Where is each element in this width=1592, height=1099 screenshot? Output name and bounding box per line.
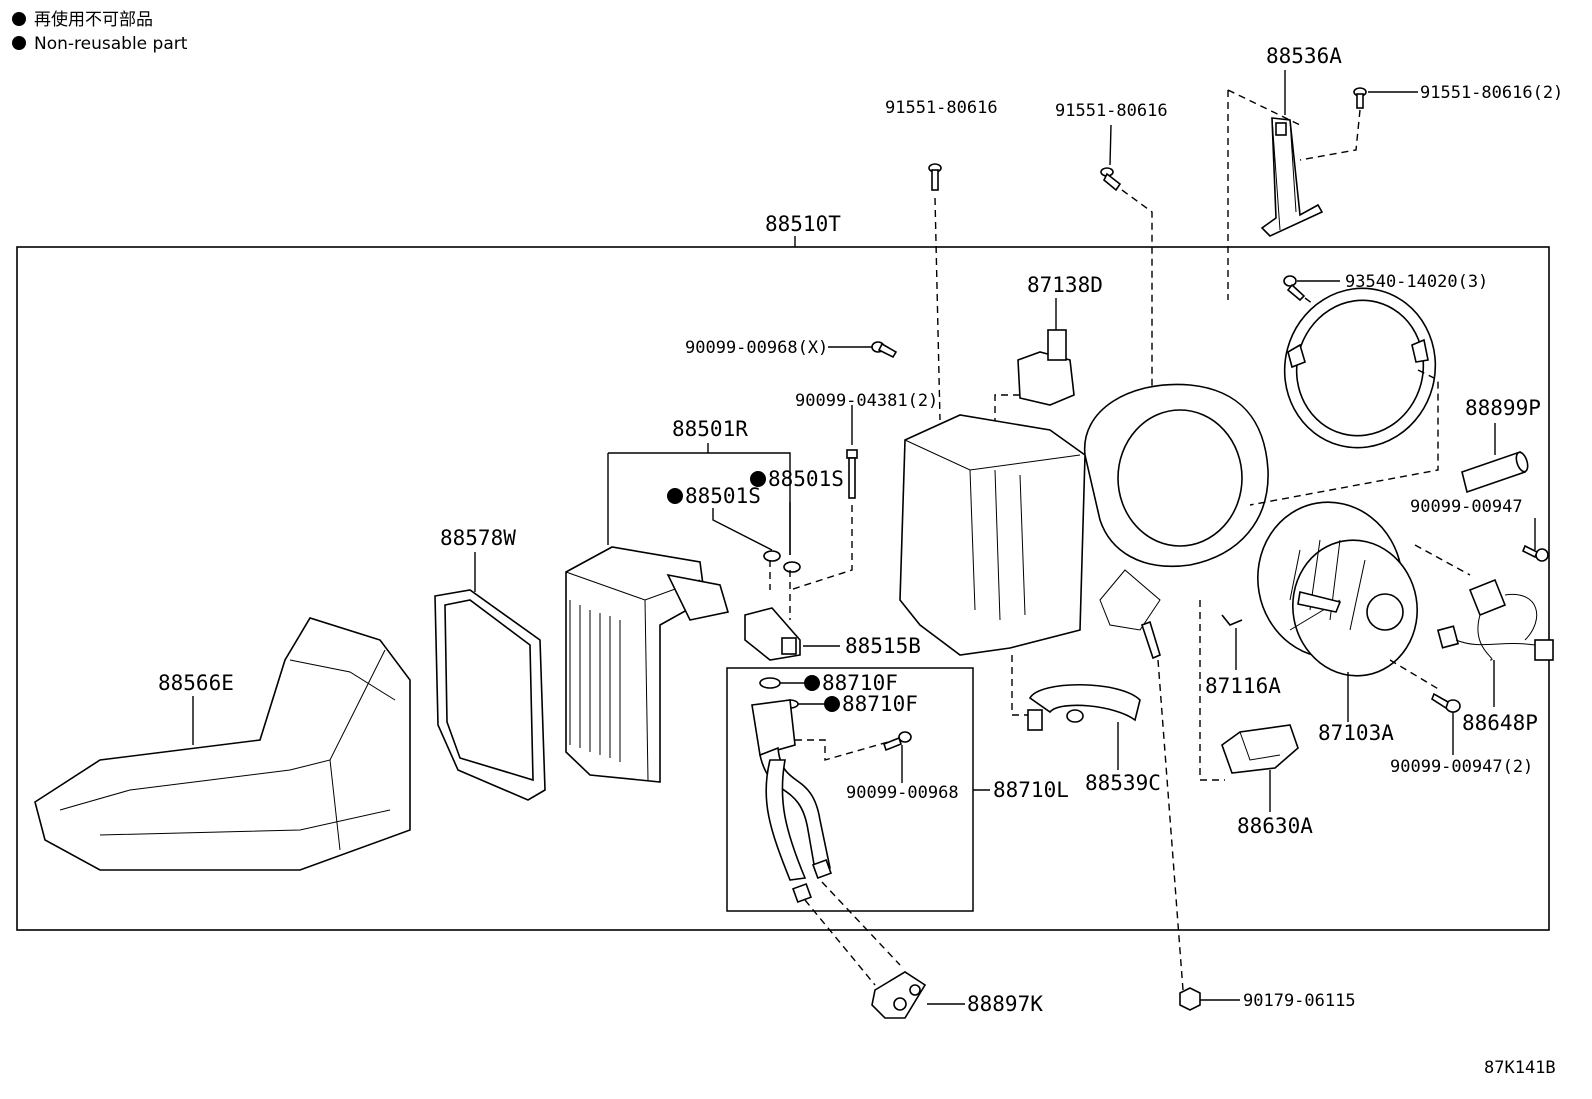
fan-cover-ring[interactable] [1267,271,1453,464]
non-reusable-dot-icon [824,696,840,712]
cover-88566E[interactable] [34,617,411,871]
label-bracket[interactable]: 88536A [1266,44,1342,68]
non-reusable-dot-icon [12,12,26,26]
label-screw-top-left[interactable]: 91551-80616 [885,98,998,118]
label-seal[interactable]: 88578W [440,526,516,550]
legend-japanese: 再使用不可部品 [34,9,153,30]
label-screw-top-right[interactable]: 91551-80616(2) [1420,83,1563,103]
label-servo[interactable]: 88630A [1237,814,1313,838]
screw-icon [1431,692,1461,713]
blower-case[interactable] [899,383,1269,656]
oring-88710F[interactable] [759,677,781,689]
assembly-frame [16,246,1550,931]
screw-icon [928,163,942,191]
label-screw-00947-2[interactable]: 90099-00947(2) [1390,757,1533,777]
label-filter[interactable]: 88899P [1465,396,1541,420]
label-oring-f2[interactable]: 88710F [842,692,918,716]
screw-icon [871,341,898,359]
bracket-88536A[interactable] [1227,89,1361,300]
seal-88578W[interactable] [434,589,546,801]
label-screw-top-mid[interactable]: 91551-80616 [1055,101,1168,121]
label-hose[interactable]: 88539C [1085,771,1161,795]
label-clip[interactable]: 87116A [1205,674,1281,698]
label-screw-04381[interactable]: 90099-04381(2) [795,391,938,411]
label-tube[interactable]: 88710L [993,778,1069,802]
non-reusable-dot-icon [804,675,820,691]
label-oring-f1[interactable]: 88710F [822,671,898,695]
oring-88501S[interactable] [783,561,801,573]
non-reusable-dot-icon [750,471,766,487]
bolt-icon [1140,620,1161,660]
screw-icon [1521,544,1549,562]
resistor-87138D[interactable] [994,329,1075,450]
label-nut[interactable]: 90179-06115 [1243,991,1356,1011]
evaporator-88501R[interactable] [565,546,730,783]
label-screw-00968[interactable]: 90099-00968 [846,783,959,803]
tube-88710L[interactable] [751,699,832,903]
legend-english: Non-reusable part [34,34,188,54]
screw-icon [1100,167,1122,192]
screw-icon [883,731,912,752]
grommet-88897K[interactable] [871,971,927,1019]
legend: 再使用不可部品 Non-reusable part [12,9,188,54]
servo-88630A[interactable] [1221,724,1299,774]
hose-88539C[interactable] [1027,683,1141,731]
screw-icon [1283,275,1306,302]
label-evaporator[interactable]: 88501R [672,417,748,441]
harness-88648P[interactable] [1436,578,1554,661]
non-reusable-dot-icon [12,36,26,50]
label-screw-x[interactable]: 90099-00968(X) [685,338,828,358]
label-resistor[interactable]: 87138D [1027,273,1103,297]
label-harness[interactable]: 88648P [1462,711,1538,735]
non-reusable-dot-icon [667,488,683,504]
label-valve[interactable]: 88515B [845,634,921,658]
bolt-icon [846,449,858,499]
filter-88899P[interactable] [1461,450,1530,494]
label-oring-s2[interactable]: 88501S [685,484,761,508]
valve-88515B[interactable] [744,607,801,661]
label-motor[interactable]: 87103A [1318,721,1394,745]
label-oring-s1[interactable]: 88501S [768,467,844,491]
label-grommet[interactable]: 88897K [967,992,1043,1016]
motor-87103A[interactable] [1246,491,1428,686]
diagram-code: 87K141B [1484,1058,1556,1078]
oring-88501S[interactable] [763,550,781,562]
screw-icon [1353,87,1367,109]
clip-87116A[interactable] [1221,614,1243,626]
nut-icon [1179,987,1201,1011]
label-cover[interactable]: 88566E [158,671,234,695]
label-assembly[interactable]: 88510T [765,212,841,236]
label-screw-00947[interactable]: 90099-00947 [1410,497,1523,517]
label-screw-ring[interactable]: 93540-14020(3) [1345,272,1488,292]
